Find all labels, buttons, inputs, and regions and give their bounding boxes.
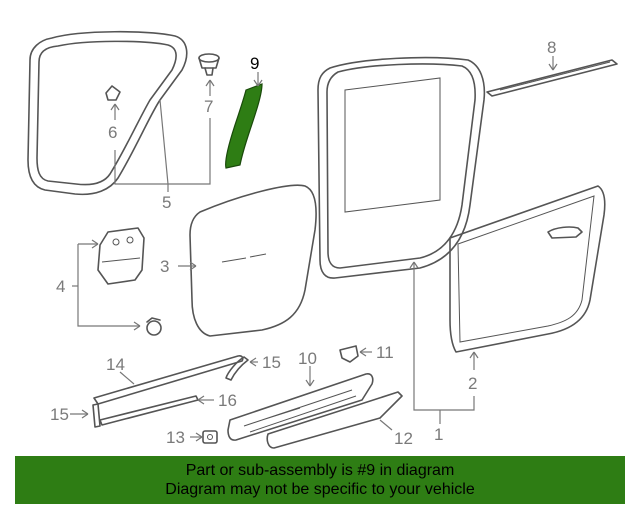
callout-labels: 9 6 7 5 8 3 4 1 2 10 11 12 13 14 15 15 1… bbox=[50, 38, 556, 448]
belt-moulding-8-part bbox=[486, 59, 618, 97]
callout-15-upper: 15 bbox=[262, 353, 281, 372]
banner-line-disclaimer: Diagram may not be specific to your vehi… bbox=[165, 481, 475, 498]
garnish-10-part bbox=[227, 373, 374, 441]
callout-4: 4 bbox=[56, 277, 65, 296]
info-banner: Part or sub-assembly is #9 in diagram Di… bbox=[15, 456, 625, 504]
callout-5: 5 bbox=[162, 193, 171, 212]
applique-9-highlighted-part bbox=[225, 83, 263, 169]
callout-16: 16 bbox=[218, 391, 237, 410]
callout-7: 7 bbox=[204, 97, 213, 116]
clip-11-part bbox=[339, 345, 359, 363]
moulding-16-part bbox=[99, 395, 199, 426]
plug-7-part bbox=[198, 53, 220, 76]
clip-15-upper-part bbox=[225, 356, 249, 381]
door-shell-1-part bbox=[317, 56, 486, 279]
callout-1: 1 bbox=[434, 425, 443, 444]
weatherstrip-part bbox=[27, 30, 188, 196]
callout-12: 12 bbox=[394, 429, 413, 448]
bolt-4-part bbox=[146, 317, 162, 336]
callout-11: 11 bbox=[376, 343, 394, 362]
bracket-4-part bbox=[97, 227, 145, 285]
outer-panel-2-part bbox=[449, 185, 606, 353]
callout-9: 9 bbox=[250, 54, 259, 73]
plug-13-part bbox=[202, 430, 218, 444]
callout-15-lower: 15 bbox=[50, 405, 69, 424]
hole-cover-3-part bbox=[189, 184, 317, 337]
banner-line-part-info: Part or sub-assembly is #9 in diagram bbox=[185, 462, 455, 479]
end-cap-15-lower-part bbox=[92, 403, 101, 428]
callout-8: 8 bbox=[547, 38, 556, 57]
callout-6: 6 bbox=[108, 123, 117, 142]
callout-2: 2 bbox=[468, 374, 477, 393]
callout-13: 13 bbox=[166, 428, 185, 447]
callout-10: 10 bbox=[298, 349, 317, 368]
garnish-12-part bbox=[266, 391, 403, 449]
leader-lines bbox=[70, 56, 558, 442]
callout-3: 3 bbox=[160, 257, 169, 276]
clip-6-part bbox=[105, 85, 121, 101]
callout-14: 14 bbox=[106, 355, 125, 374]
